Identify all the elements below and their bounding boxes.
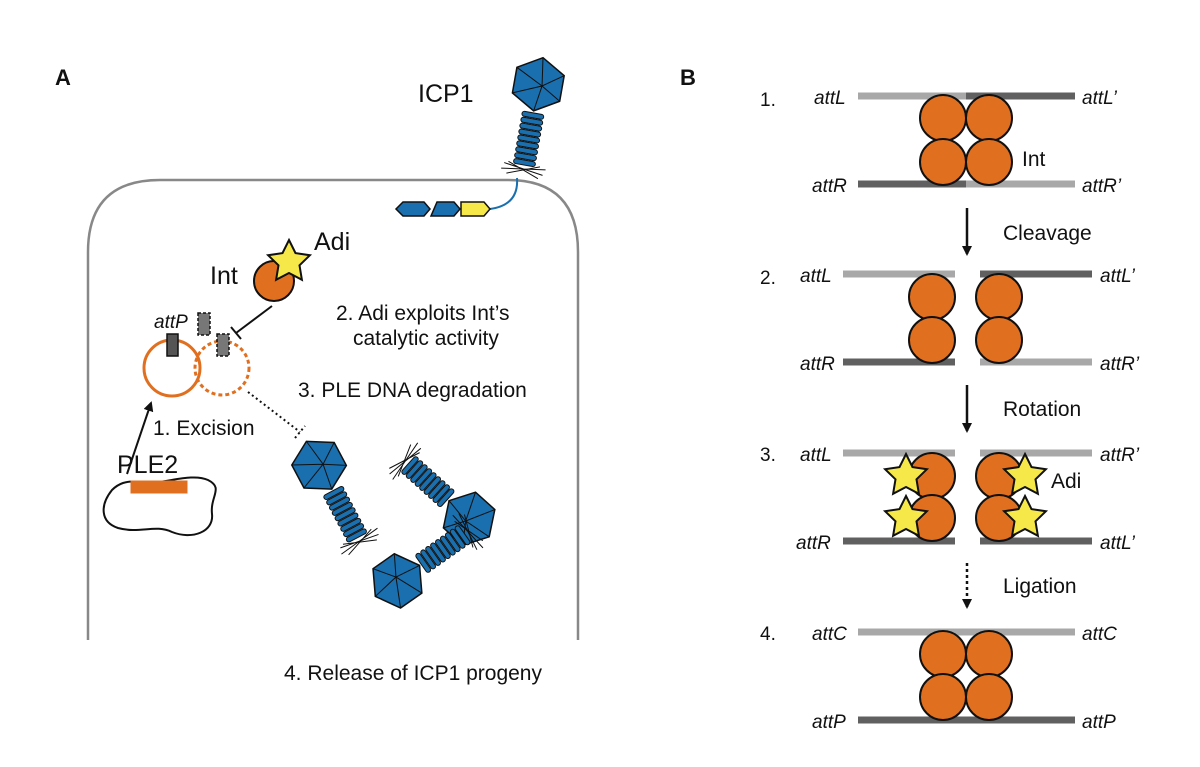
- ple2-label: PLE2: [117, 451, 178, 479]
- gene-arrow-2: [429, 201, 461, 217]
- step1-complex: 1. attL attL’ attR attR’ Int: [760, 88, 1122, 197]
- step2-bottom-right-label: attR’: [1100, 354, 1140, 375]
- step1-top-right-label: attL’: [1082, 88, 1118, 109]
- step4-number: 4.: [760, 624, 776, 645]
- excision-arrow: [126, 401, 154, 475]
- step2-complex: 2. attL attL’ attR attR’: [760, 266, 1140, 375]
- panel-a-label: A: [55, 65, 71, 90]
- ple2-element-bar: [130, 480, 188, 494]
- step4-bottom-left-label: attP: [812, 712, 846, 733]
- injected-dna-line: [489, 177, 519, 210]
- int-label: Int: [210, 262, 238, 290]
- step1-number: 1.: [760, 90, 776, 111]
- step4-complex: 4. attC attC attP attP: [760, 624, 1117, 733]
- panel-b-label: B: [680, 65, 696, 90]
- step2-bottom-left-label: attR: [800, 354, 835, 375]
- step1-label: 1. Excision: [153, 417, 255, 440]
- progeny-phage-icon-1: [284, 429, 385, 560]
- gene-arrow-1: [394, 201, 431, 217]
- step3-number: 3.: [760, 445, 776, 466]
- step2-top-left-label: attL: [800, 266, 832, 287]
- icp1-label: ICP1: [418, 80, 474, 108]
- step3-complex: 3. attL attR’ attR attL’ Adi: [760, 445, 1140, 554]
- adi-gene-arrow: [460, 201, 491, 217]
- step1-bottom-left-label: attR: [812, 176, 847, 197]
- attp-site-box: [166, 333, 179, 357]
- attp-site-box-dashed-1: [197, 312, 211, 336]
- rotation-label: Rotation: [1003, 398, 1081, 421]
- cleavage-label: Cleavage: [1003, 222, 1092, 245]
- step4-top-left-label: attC: [812, 624, 847, 645]
- attp-label: attP: [154, 312, 188, 333]
- degradation-inhibition-line: [247, 391, 306, 439]
- adi-label: Adi: [314, 228, 350, 256]
- attp-site-box-dashed-2: [216, 333, 230, 357]
- step3-top-left-label: attL: [800, 445, 832, 466]
- step4-bottom-right-label: attP: [1082, 712, 1116, 733]
- step4-top-right-label: attC: [1082, 624, 1117, 645]
- icp1-phage-icon: [497, 52, 568, 181]
- step3-top-right-label: attR’: [1100, 445, 1140, 466]
- step3-label: 3. PLE DNA degradation: [298, 379, 527, 402]
- step3-bottom-left-label: attR: [796, 533, 831, 554]
- step2-label-line2: catalytic activity: [353, 327, 499, 350]
- step4-label: 4. Release of ICP1 progeny: [284, 662, 542, 685]
- step2-number: 2.: [760, 268, 776, 289]
- step2-top-right-label: attL’: [1100, 266, 1136, 287]
- cell-outline: [86, 178, 580, 640]
- ligation-label: Ligation: [1003, 575, 1077, 598]
- adi-label-b: Adi: [1051, 470, 1081, 493]
- step3-bottom-right-label: attL’: [1100, 533, 1136, 554]
- step1-bottom-right-label: attR’: [1082, 176, 1122, 197]
- step1-top-left-label: attL: [814, 88, 846, 109]
- adi-inhibition-line: [230, 305, 273, 340]
- step2-label-line1: 2. Adi exploits Int’s: [336, 302, 510, 325]
- int-label-b: Int: [1022, 148, 1046, 171]
